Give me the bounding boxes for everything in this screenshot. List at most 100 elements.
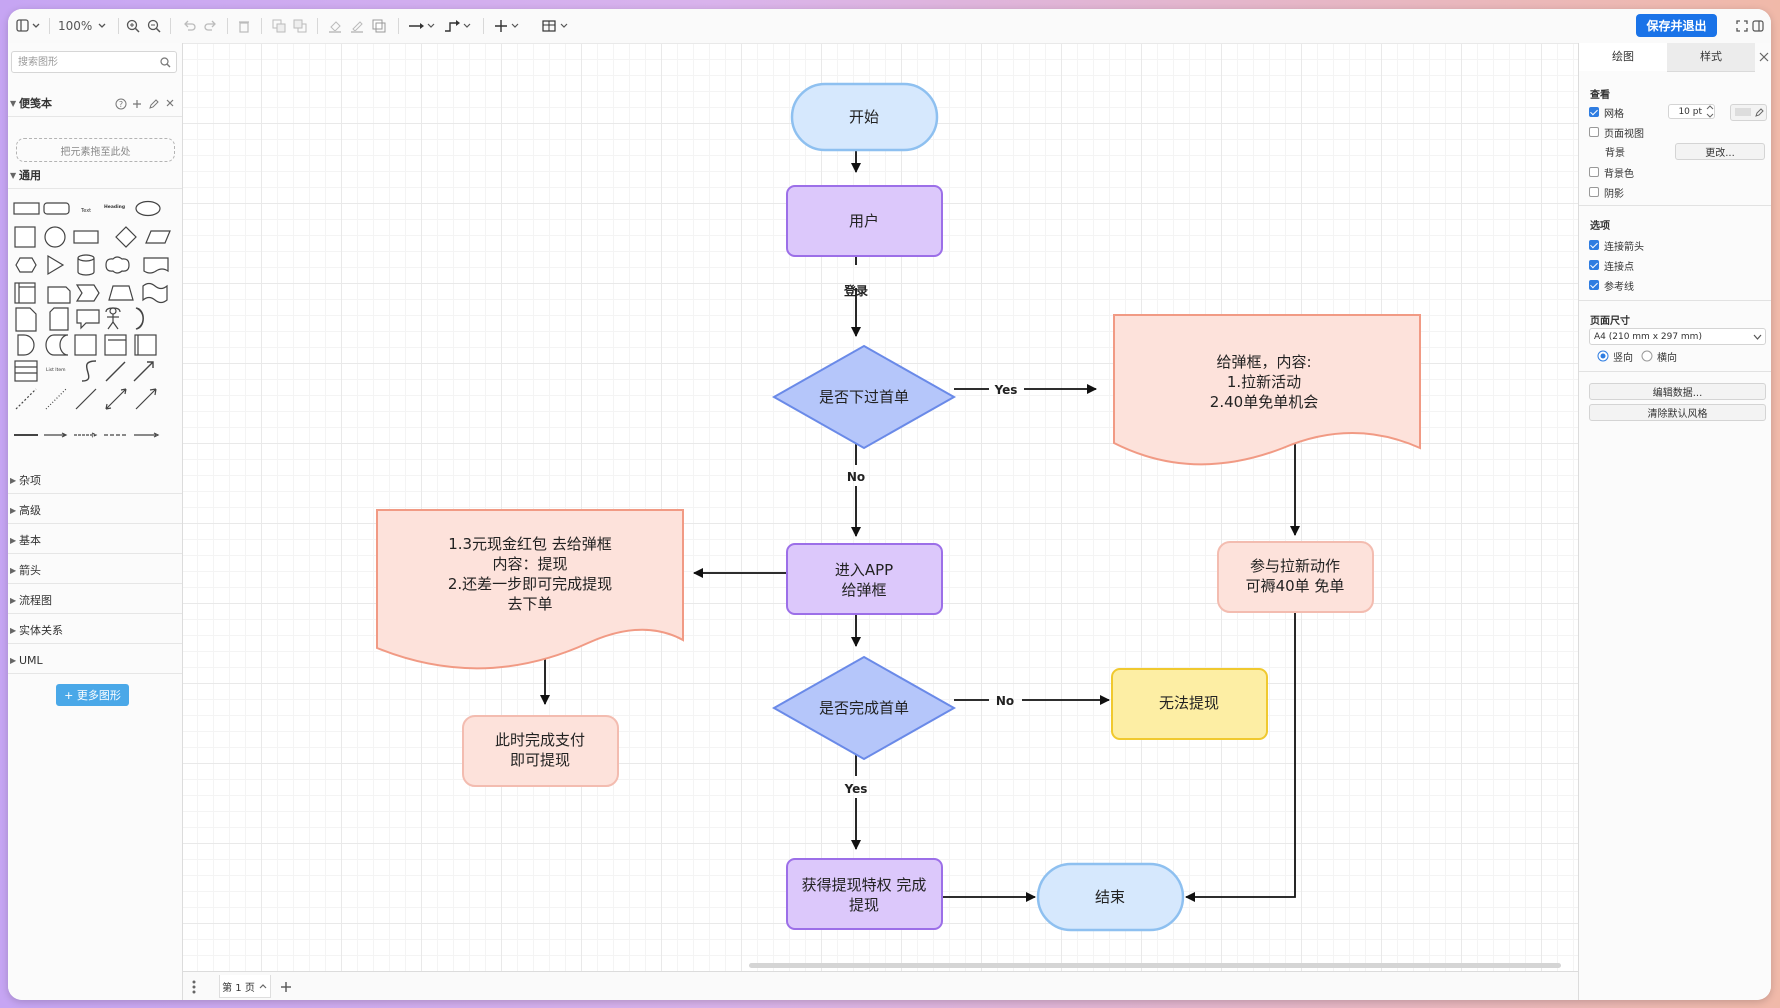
clear-default-style-button[interactable]: 清除默认风格 xyxy=(1589,404,1766,421)
fullscreen-icon[interactable] xyxy=(1736,17,1748,35)
node-end[interactable]: 结束 xyxy=(1036,862,1185,932)
section-basic[interactable]: ▶基本 xyxy=(8,529,182,554)
grid-size-input[interactable]: 10 pt xyxy=(1668,104,1715,119)
tape-shape[interactable] xyxy=(142,282,168,304)
node-popup-top[interactable]: 给弹框，内容: 1.拉新活动 2.40单免单机会 xyxy=(1113,314,1421,466)
horizontal-scrollbar[interactable] xyxy=(749,963,1561,968)
dashed-line-shape[interactable] xyxy=(15,388,37,410)
text-shape[interactable]: Text xyxy=(80,208,91,214)
circle-shape[interactable] xyxy=(44,226,66,248)
section-misc[interactable]: ▶杂项 xyxy=(8,469,182,494)
node-user[interactable]: 用户 xyxy=(786,185,943,257)
zoom-in-icon[interactable] xyxy=(126,17,140,35)
node-enter-app[interactable]: 进入APP 给弹框 xyxy=(786,543,943,615)
search-icon[interactable] xyxy=(160,57,171,68)
parallelogram-shape[interactable] xyxy=(145,230,171,244)
background-color-checkbox[interactable]: 背景色 xyxy=(1589,165,1634,180)
section-advanced[interactable]: ▶高级 xyxy=(8,499,182,524)
node-start[interactable]: 开始 xyxy=(790,82,939,152)
checkbox-checked[interactable] xyxy=(1589,260,1599,270)
dotted-line-shape[interactable] xyxy=(45,388,67,410)
zoom-out-icon[interactable] xyxy=(147,17,161,35)
card-shape[interactable] xyxy=(49,307,69,331)
section-uml[interactable]: ▶UML xyxy=(8,649,182,674)
list-shape[interactable] xyxy=(14,360,38,382)
delete-icon[interactable] xyxy=(237,17,251,35)
help-icon[interactable]: ? xyxy=(115,98,127,110)
scratchpad-header[interactable]: ▼ 便笺本 ? xyxy=(8,92,182,117)
directional-connector-shape[interactable] xyxy=(135,388,157,410)
square-shape[interactable] xyxy=(14,226,36,248)
curve-shape[interactable] xyxy=(81,360,97,382)
tab-diagram[interactable]: 绘图 xyxy=(1579,43,1667,71)
shadow-icon[interactable] xyxy=(372,17,386,35)
connection-arrows-checkbox[interactable]: 连接箭头 xyxy=(1589,238,1644,253)
node-first-order-decision[interactable]: 是否下过首单 xyxy=(771,344,957,450)
dashed-link-shape[interactable] xyxy=(74,432,98,438)
container-shape[interactable] xyxy=(104,334,127,356)
cylinder-shape[interactable] xyxy=(77,254,95,276)
edit-data-button[interactable]: 编辑数据... xyxy=(1589,383,1766,400)
arrow-shape[interactable] xyxy=(133,361,154,382)
checkbox-unchecked[interactable] xyxy=(1589,187,1599,197)
checkbox-unchecked[interactable] xyxy=(1589,127,1599,137)
trapezoid-shape[interactable] xyxy=(108,285,134,301)
callout-shape[interactable] xyxy=(76,309,100,330)
add-page-icon[interactable] xyxy=(279,980,293,994)
rounded-rectangle-shape[interactable] xyxy=(43,202,70,215)
undo-icon[interactable] xyxy=(182,17,196,35)
format-panel-toggle-icon[interactable] xyxy=(1752,17,1764,35)
bidirectional-connector-shape[interactable] xyxy=(105,388,127,410)
swimlane-shape[interactable] xyxy=(134,334,157,356)
checkbox-checked[interactable] xyxy=(1589,240,1599,250)
page-size-select[interactable]: A4 (210 mm x 297 mm) xyxy=(1589,328,1766,345)
process-shape[interactable] xyxy=(73,230,99,244)
list-item-shape[interactable]: List Item xyxy=(46,367,66,373)
redo-icon[interactable] xyxy=(204,17,218,35)
checkbox-checked[interactable] xyxy=(1589,107,1599,117)
to-back-icon[interactable] xyxy=(293,17,307,35)
section-entity-relation[interactable]: ▶实体关系 xyxy=(8,619,182,644)
cloud-shape[interactable] xyxy=(105,256,130,274)
node-popup-left[interactable]: 1.3元现金红包 去给弹框 内容：提现 2.还差一步即可完成提现 去下单 xyxy=(376,509,684,670)
rectangle-shape[interactable] xyxy=(13,202,40,215)
document-shape[interactable] xyxy=(143,257,169,274)
stepper-icon[interactable] xyxy=(1706,104,1714,119)
table-icon[interactable] xyxy=(542,17,572,35)
node-invite[interactable]: 参与拉新动作 可褥40单 免单 xyxy=(1217,541,1374,613)
general-shapes-palette[interactable]: Text Heading List Item xyxy=(8,197,182,447)
grid-color-button[interactable] xyxy=(1730,104,1767,121)
page-view-checkbox[interactable]: 页面视图 xyxy=(1589,125,1644,140)
node-get-privilege[interactable]: 获得提现特权 完成 提现 xyxy=(786,858,943,930)
cube-shape[interactable] xyxy=(47,286,71,304)
actor-shape[interactable] xyxy=(107,307,119,330)
section-flowchart[interactable]: ▶流程图 xyxy=(8,589,182,614)
waypoints-icon[interactable] xyxy=(444,17,474,35)
frame-shape[interactable] xyxy=(74,334,97,356)
or-shape[interactable] xyxy=(135,307,144,330)
node-pay[interactable]: 此时完成支付 即可提现 xyxy=(462,715,619,787)
line-color-icon[interactable] xyxy=(350,17,364,35)
pages-menu-icon[interactable] xyxy=(192,980,196,994)
more-shapes-button[interactable]: + 更多图形 xyxy=(56,684,129,706)
shadow-checkbox[interactable]: 阴影 xyxy=(1589,185,1624,200)
internal-storage-shape[interactable] xyxy=(14,282,36,304)
arrow-connector-shape[interactable] xyxy=(134,432,160,438)
save-and-exit-button[interactable]: 保存并退出 xyxy=(1636,14,1717,37)
ellipse-shape[interactable] xyxy=(135,200,161,217)
edge-invite-end[interactable] xyxy=(1185,613,1296,902)
bidirectional-arrow-shape[interactable] xyxy=(105,361,126,382)
hexagon-shape[interactable] xyxy=(15,257,37,273)
checkbox-checked[interactable] xyxy=(1589,280,1599,290)
section-arrows[interactable]: ▶箭头 xyxy=(8,559,182,584)
page-tab[interactable]: 第 1 页 xyxy=(219,975,271,998)
add-icon[interactable] xyxy=(132,98,142,110)
data-storage-shape[interactable] xyxy=(45,334,69,356)
general-section-header[interactable]: ▼ 通用 xyxy=(8,164,182,189)
close-icon[interactable] xyxy=(165,98,175,110)
connection-points-checkbox[interactable]: 连接点 xyxy=(1589,258,1634,273)
landscape-radio[interactable]: 横向 xyxy=(1641,349,1677,364)
close-panel-icon[interactable] xyxy=(1759,52,1769,62)
step-shape[interactable] xyxy=(75,284,100,302)
diagram-canvas[interactable]: 登录 Yes No No Yes 开始 用户 是否下过首单 给弹框，内容: 1. xyxy=(183,43,1578,971)
